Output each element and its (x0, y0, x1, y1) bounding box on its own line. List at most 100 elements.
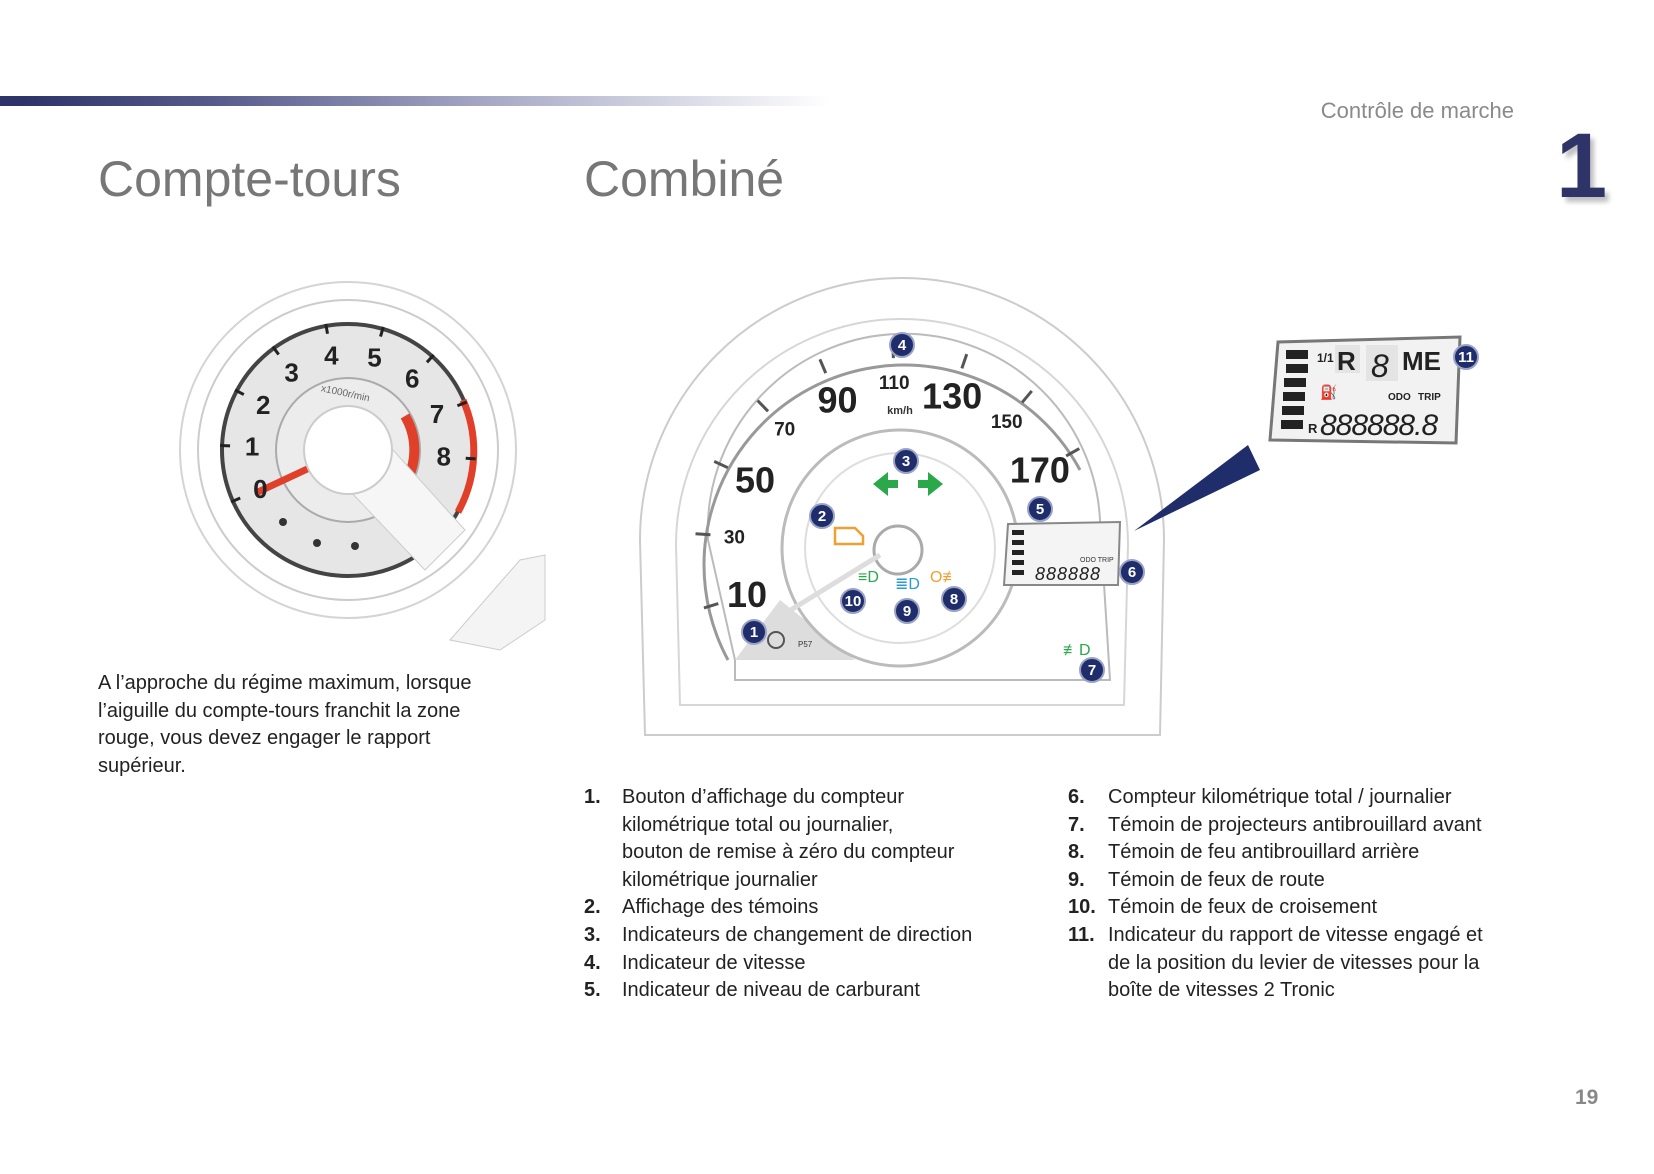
section-title: Contrôle de marche (1320, 98, 1514, 123)
legend-item: 7. Témoin de projecteurs antibrouillard a… (1068, 812, 1528, 840)
svg-text:10: 10 (845, 593, 862, 610)
svg-text:8: 8 (950, 591, 958, 608)
legend-number: 4. (584, 951, 601, 974)
legend-line: bouton de remise à zéro du compteur (622, 841, 955, 864)
tach-tick (465, 456, 476, 461)
svg-text:9: 9 (903, 603, 911, 620)
legend-number: 9. (1068, 868, 1085, 891)
legend-list-right: 6. Compteur kilométrique total / journali… (1068, 784, 1528, 1005)
legend-line: Témoin de feux de route (1108, 868, 1325, 891)
legend-text: Compteur kilométrique total / journalier (1108, 784, 1452, 812)
callout-9: 9 (894, 598, 920, 624)
svg-text:7: 7 (1088, 662, 1096, 679)
legend-number: 2. (584, 896, 601, 919)
speed-tick (695, 532, 711, 537)
tachometer-description: A l’approche du régime maximum, lorsque … (98, 672, 472, 777)
small-lcd-digits: 888888 (1035, 564, 1101, 584)
legend-number: 7. (1068, 813, 1085, 836)
lcd-gear-r: R (1337, 346, 1356, 376)
legend-item: 9. Témoin de feux de route (1068, 867, 1528, 895)
fuel-icon: ⛽ (1320, 384, 1337, 401)
speed-unit: km/h (887, 405, 913, 417)
legend-number: 6. (1068, 786, 1085, 808)
engine-warning-icon (833, 526, 865, 546)
legend-text: Indicateurs de changement de direction (622, 922, 972, 950)
lcd-gear-digit: 8 (1371, 348, 1389, 384)
legend-number: 3. (584, 923, 601, 946)
red-zone (454, 398, 478, 514)
lcd-mode: ME (1402, 346, 1441, 376)
rear-fog-icon: O≢ (930, 569, 958, 586)
lcd-r: R (1308, 421, 1318, 436)
high-beam-icon: ≣D (895, 576, 920, 593)
callout-2: 2 (809, 503, 835, 529)
legend-number: 5. (584, 979, 601, 1002)
page-number: 19 (1575, 1086, 1599, 1109)
header-bar (0, 96, 830, 106)
speed-label: 50 (735, 459, 775, 500)
legend-line: Indicateurs de changement de direction (622, 923, 973, 946)
chapter-number: 1 (1556, 115, 1608, 217)
legend-item: 6. Compteur kilométrique total / journali… (1068, 784, 1528, 812)
tach-tick (271, 345, 280, 356)
legend-line: kilométrique total ou journalier, (622, 813, 894, 836)
speed-label: 70 (774, 420, 795, 441)
lcd-digits: 888888.8 (1320, 409, 1438, 442)
legend-number: 11. (1068, 923, 1095, 946)
legend-item: 10.Témoin de feux de croisement (1068, 894, 1528, 922)
trip-reset-button (767, 631, 785, 649)
tach-label: 1 (245, 432, 259, 462)
legend-line: Témoin de projecteurs antibrouillard ava… (1108, 813, 1482, 836)
speed-tick (703, 602, 719, 610)
legend-text: Indicateur de vitesse (622, 950, 805, 978)
svg-text:2: 2 (818, 508, 826, 525)
callout-6: 6 (1119, 559, 1145, 585)
legend-line: kilométrique journalier (622, 868, 818, 891)
speed-label: 10 (727, 574, 767, 615)
lcd-fraction: 1/1 (1317, 351, 1334, 365)
legend-line: Indicateur du rapport de vitesse engagé … (1108, 923, 1483, 946)
speed-tick (960, 353, 969, 369)
speed-label: 30 (724, 527, 745, 548)
legend-line: Indicateur de niveau de carburant (622, 979, 920, 1002)
speed-label: 170 (1010, 449, 1070, 490)
tach-label: 3 (284, 357, 298, 387)
legend-line: Témoin de feu antibrouillard arrière (1108, 841, 1420, 864)
tach-label: 2 (256, 390, 270, 420)
low-beam-icon: ≡D (858, 569, 879, 586)
turn-left-icon (873, 472, 898, 496)
legend-item: 8.Témoin de feu antibrouillard arrière (1068, 839, 1528, 867)
callout-3: 3 (893, 448, 919, 474)
legend-item: 4. Indicateur de vitesse (584, 950, 1024, 978)
legend-item: 2. Affichage des témoins (584, 894, 1024, 922)
tach-tick (324, 323, 329, 335)
tach-tick (234, 388, 245, 396)
legend-line: Compteur kilométrique total / journalier (1108, 786, 1452, 808)
tachometer-title: Compte-tours (98, 151, 401, 207)
legend-text: Affichage des témoins (622, 894, 818, 922)
front-fog-icon: ≢D (1063, 642, 1091, 659)
callout-8: 8 (941, 586, 967, 612)
tach-label: 8 (437, 442, 451, 472)
speed-tick (1020, 389, 1033, 404)
legend-number: 10. (1068, 896, 1096, 919)
legend-text: Témoin de feu antibrouillard arrière (1108, 839, 1419, 867)
speed-label: 150 (991, 412, 1023, 433)
callout-4: 4 (889, 332, 915, 358)
speed-tick (713, 460, 729, 470)
tach-tick (230, 496, 241, 504)
legend-line: Indicateur de vitesse (622, 951, 806, 974)
speed-small-label: P57 (798, 640, 813, 649)
speed-tick (756, 399, 770, 413)
cluster-title: Combiné (584, 151, 785, 207)
tach-tick (425, 353, 435, 364)
svg-text:5: 5 (1036, 501, 1044, 518)
tach-label: 6 (405, 364, 419, 394)
tach-tick (379, 326, 385, 337)
legend-text: Indicateur du rapport de vitesse engagé … (1108, 922, 1483, 1005)
speed-tick (1065, 447, 1081, 458)
